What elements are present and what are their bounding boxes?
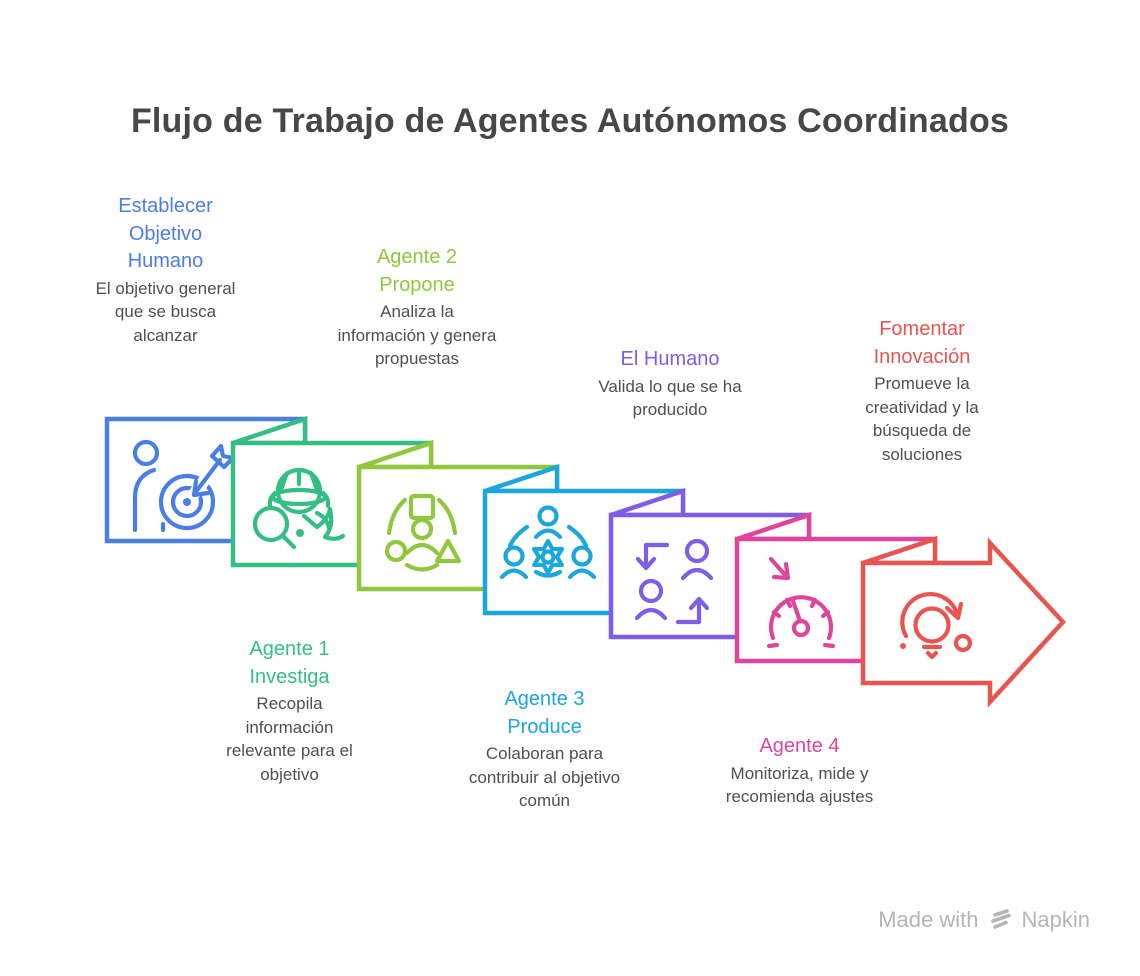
step-description: El objetivo general que se busca alcanza… <box>95 278 236 345</box>
step-block-agente-4: Agente 4 Monitoriza, mide y recomienda a… <box>702 733 897 809</box>
arrow-shape <box>860 537 1067 708</box>
step-block-agente-1: Agente 1 Investiga Recopila información … <box>212 636 367 786</box>
step-label: Agente 2 Propone <box>376 246 458 296</box>
step-description: Recopila información relevante para el o… <box>226 694 353 784</box>
step-label: Agente 3 Produce <box>504 688 585 738</box>
step-description: Monitoriza, mide y recomienda ajustes <box>725 763 874 807</box>
step-label: El Humano <box>620 348 720 370</box>
team-gear-icon <box>499 505 597 580</box>
step-block-agente-2: Agente 2 Propone Analiza la información … <box>337 244 497 371</box>
watermark: Made with Napkin <box>878 907 1090 933</box>
gauge-arrow-icon <box>766 556 836 649</box>
lightbulb-innovation-icon <box>900 592 973 660</box>
step-description: Promueve la creatividad y la búsqueda de… <box>865 374 979 464</box>
watermark-prefix: Made with <box>878 907 979 932</box>
step-block-fomentar-innovacion: Fomentar Innovación Promueve la creativi… <box>847 316 997 466</box>
step-block-establecer-objetivo: Establecer Objetivo Humano El objetivo g… <box>83 193 248 347</box>
diagram-title: Flujo de Trabajo de Agentes Autónomos Co… <box>130 102 1010 140</box>
step-description: Analiza la información y genera propuest… <box>337 302 497 369</box>
step-description: Valida lo que se ha producido <box>598 376 742 420</box>
step-block-agente-3: Agente 3 Produce Colaboran para contribu… <box>467 686 622 813</box>
watermark-brand: Napkin <box>1021 907 1090 932</box>
step-label: Establecer Objetivo Humano <box>118 195 213 273</box>
step-label: Agente 4 <box>759 735 840 757</box>
step-label: Fomentar Innovación <box>873 318 971 368</box>
step-label: Agente 1 Investiga <box>249 638 330 688</box>
person-target-icon <box>132 439 236 533</box>
people-exchange-icon <box>634 538 714 625</box>
step-card-7 <box>860 535 1067 708</box>
napkin-logo-icon <box>990 909 1011 929</box>
step-block-el-humano: El Humano Valida lo que se ha producido <box>582 346 758 422</box>
shapes-group-icon <box>384 493 462 572</box>
detective-search-icon <box>252 467 346 550</box>
step-description: Colaboran para contribuir al objetivo co… <box>468 744 621 811</box>
